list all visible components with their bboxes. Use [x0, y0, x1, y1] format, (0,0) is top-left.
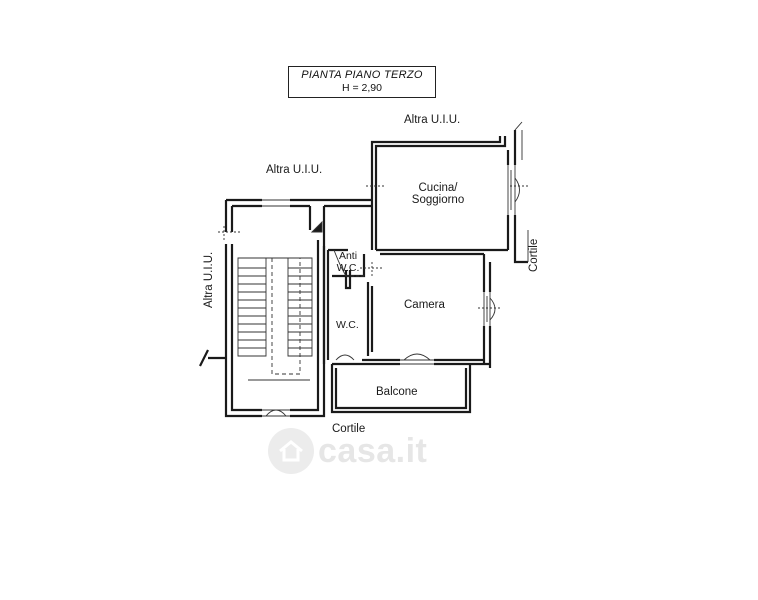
label-altra-uiu-top-right: Altra U.I.U.	[404, 114, 461, 126]
wall-wc-inner	[344, 270, 352, 290]
label-camera: Camera	[404, 299, 445, 311]
wall-stair-left-inner	[230, 206, 262, 412]
door-entry	[310, 220, 323, 233]
label-wc: W.C.	[336, 319, 359, 331]
label-anti-wc-line2: W.C.	[336, 262, 360, 274]
wall-anti-wc	[326, 248, 348, 360]
window-cucina	[507, 165, 520, 215]
stair-outline	[237, 257, 267, 357]
stair-steps	[238, 267, 312, 349]
wall-cucina-inner	[374, 136, 507, 250]
wall-right-upper-outer	[513, 130, 528, 264]
plan-title-box: PIANTA PIANO TERZO H = 2,90	[288, 66, 436, 98]
wall-balcone-2	[334, 368, 468, 410]
window-stair-bottom	[262, 409, 290, 417]
window-camera	[483, 292, 496, 326]
stair-dashed	[271, 258, 301, 375]
label-cucina: Cucina/ Soggiorno	[404, 182, 472, 206]
plan-height: H = 2,90	[342, 82, 382, 94]
label-anti-wc: Anti W.C.	[331, 250, 365, 274]
label-balcone: Balcone	[376, 386, 418, 398]
label-altra-uiu-left: Altra U.I.U.	[203, 251, 215, 308]
window-camera-bottom	[400, 353, 434, 365]
window-wc	[335, 354, 355, 361]
label-altra-uiu-top-left: Altra U.I.U.	[266, 164, 323, 176]
label-cucina-line1: Cucina/	[418, 182, 458, 194]
wall-door-jamb	[308, 206, 326, 246]
stair-landing	[240, 257, 310, 381]
wall-stair-left-outer	[224, 200, 262, 418]
wall-stair-right	[290, 240, 326, 418]
wall-camera-left	[366, 282, 374, 356]
wall-right-exterior	[514, 121, 529, 262]
plan-title: PIANTA PIANO TERZO	[301, 69, 423, 81]
wall-balcone	[330, 364, 472, 414]
window-stair-top	[262, 199, 290, 207]
label-cortile-bottom: Cortile	[332, 423, 366, 435]
label-cortile-right: Cortile	[528, 238, 540, 272]
door-anti-wc	[333, 249, 364, 277]
wall-left-stub	[199, 349, 226, 367]
wall-cucina-outer	[370, 136, 502, 250]
label-cucina-line2: Soggiorno	[411, 194, 465, 206]
crosshair-markers	[218, 185, 530, 309]
label-anti-wc-line1: Anti	[338, 250, 358, 262]
